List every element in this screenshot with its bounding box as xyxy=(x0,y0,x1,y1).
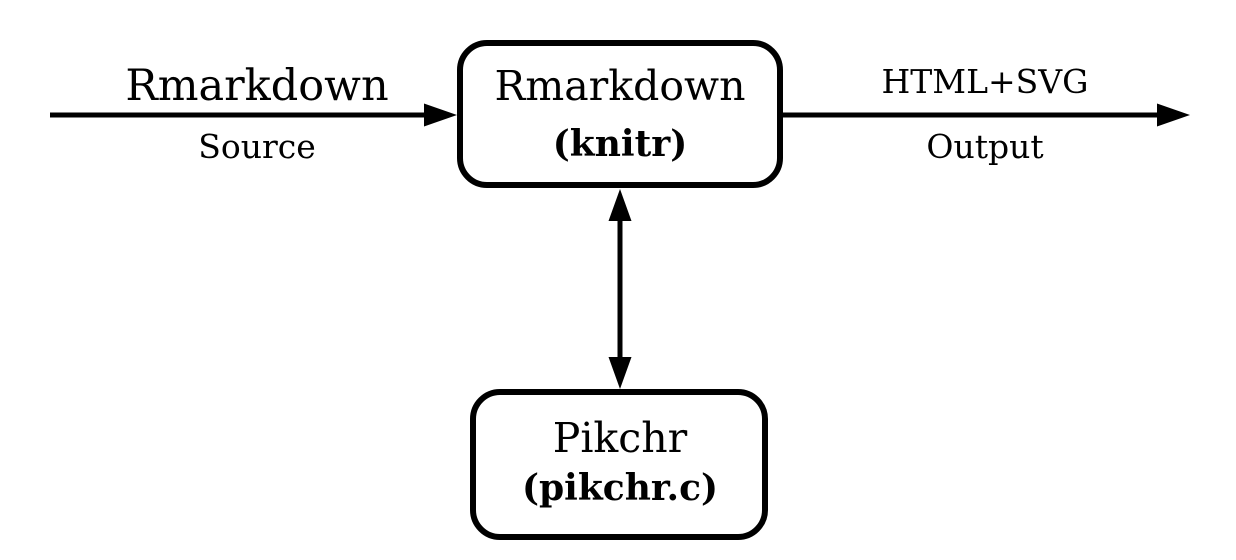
input-edge-label-top: Rmarkdown xyxy=(125,61,388,111)
down-arrowhead-icon xyxy=(608,357,632,389)
rmarkdown-knitr-subtitle: (knitr) xyxy=(553,123,687,165)
rmarkdown-knitr-title: Rmarkdown xyxy=(494,62,745,110)
node-rmarkdown-knitr: Rmarkdown (knitr) xyxy=(457,40,783,188)
pikchr-title: Pikchr xyxy=(553,414,688,462)
rmarkdown-knitr-box xyxy=(457,40,783,188)
output-edge-label-top: HTML+SVG xyxy=(882,62,1089,101)
up-arrowhead-icon xyxy=(608,189,632,221)
output-edge-label-bottom: Output xyxy=(926,127,1043,166)
output-arrowhead-icon xyxy=(1157,103,1190,127)
input-arrowhead-icon xyxy=(424,103,457,127)
pikchr-box xyxy=(470,389,768,540)
output-arrow: HTML+SVG Output xyxy=(780,62,1190,166)
node-pikchr: Pikchr (pikchr.c) xyxy=(470,389,768,540)
bidirectional-arrow xyxy=(608,189,632,389)
input-edge-label-bottom: Source xyxy=(198,127,316,166)
input-arrow: Rmarkdown Source xyxy=(50,61,457,166)
pikchr-subtitle: (pikchr.c) xyxy=(522,467,718,509)
